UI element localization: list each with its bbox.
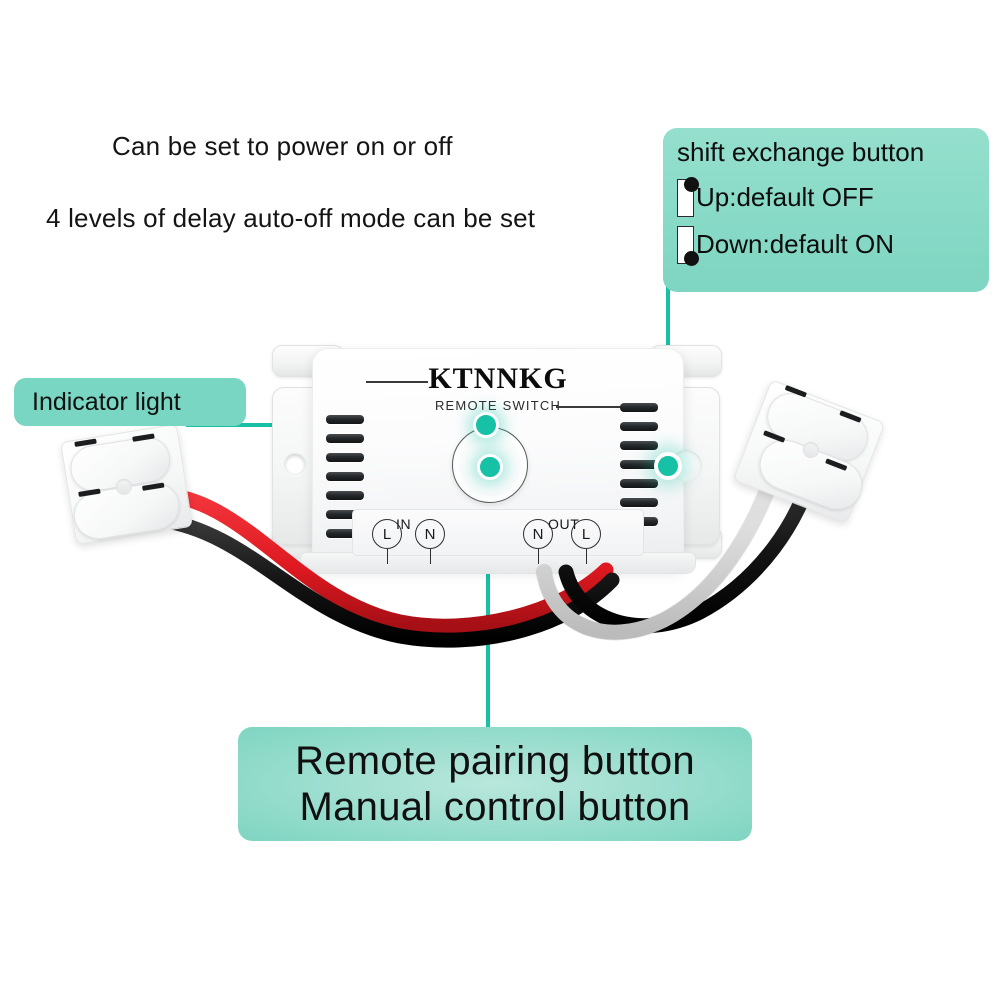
wire-live-red bbox=[160, 487, 614, 634]
vent-slot-left-1 bbox=[326, 415, 364, 424]
callout-shift-exchange: shift exchange button Up:default OFF Dow… bbox=[663, 128, 989, 292]
terminal-in-l: L bbox=[372, 519, 402, 564]
terminal-out-n: N bbox=[523, 519, 553, 564]
vent-slot-right-4 bbox=[620, 460, 658, 469]
vent-slot-left-7 bbox=[326, 529, 364, 538]
shift-row-down-label: Down:default ON bbox=[696, 229, 894, 259]
vent-slot-left-4 bbox=[326, 472, 364, 481]
shift-row-up-label: Up:default OFF bbox=[696, 182, 874, 212]
vent-slot-left-6 bbox=[326, 510, 364, 519]
shift-row-down: Down:default ON bbox=[677, 221, 989, 268]
dip-switch-down-knob bbox=[684, 250, 699, 266]
pairing-button-indicator-dot[interactable] bbox=[477, 454, 503, 480]
indicator-light bbox=[473, 412, 499, 438]
brand-rule-right bbox=[556, 406, 640, 408]
brand-name: KTNNKG bbox=[428, 362, 568, 395]
wire-load-white-outline bbox=[535, 446, 789, 641]
wire-load-black bbox=[558, 462, 820, 634]
brand-rule-left bbox=[366, 381, 428, 383]
callout-indicator-light: Indicator light bbox=[14, 378, 246, 426]
feature-text-power-on-off: Can be set to power on or off bbox=[112, 131, 453, 161]
terminal-in-l-label: L bbox=[372, 519, 402, 549]
vent-slot-left-5 bbox=[326, 491, 364, 500]
vent-slot-right-1 bbox=[620, 403, 658, 412]
wire-neutral-black bbox=[152, 512, 620, 648]
terminal-out-l-label: L bbox=[571, 519, 601, 549]
vent-slot-right-3 bbox=[620, 441, 658, 450]
vent-slot-right-2 bbox=[620, 422, 658, 431]
brand-subtitle: REMOTE SWITCH bbox=[434, 398, 562, 413]
screw-hole-left bbox=[284, 453, 306, 475]
vent-slot-right-5 bbox=[620, 479, 658, 488]
terminal-out-l-stem bbox=[585, 549, 588, 564]
terminal-out-n-label: N bbox=[523, 519, 553, 549]
dip-switch-up-knob bbox=[684, 176, 699, 192]
remote-pairing-button[interactable] bbox=[452, 427, 528, 503]
callout-indicator-light-label: Indicator light bbox=[32, 387, 181, 416]
terminal-in-l-stem bbox=[386, 549, 389, 564]
terminal-group-label-in: IN bbox=[396, 516, 412, 532]
callout-remote-pairing-label: Remote pairing button bbox=[295, 738, 695, 783]
shift-row-up: Up:default OFF bbox=[677, 174, 989, 221]
shift-exchange-button[interactable] bbox=[654, 452, 682, 480]
terminal-in-n-label: N bbox=[415, 519, 445, 549]
input-lever-connector bbox=[56, 419, 203, 556]
vent-slot-left-3 bbox=[326, 453, 364, 462]
terminal-out-n-stem bbox=[537, 549, 540, 564]
callout-pairing-manual: Remote pairing button Manual control but… bbox=[238, 727, 752, 841]
terminal-in-n: N bbox=[415, 519, 445, 564]
vent-slot-left-2 bbox=[326, 434, 364, 443]
dip-switch-down-icon bbox=[677, 225, 699, 266]
terminal-out-l: L bbox=[571, 519, 601, 564]
leader-line-pairing-button bbox=[486, 468, 490, 730]
callout-manual-control-label: Manual control button bbox=[299, 785, 691, 829]
feature-text-delay-auto-off: 4 levels of delay auto-off mode can be s… bbox=[46, 203, 536, 233]
terminal-in-n-stem bbox=[429, 549, 432, 564]
vent-slot-right-6 bbox=[620, 498, 658, 507]
dip-switch-up-icon bbox=[677, 176, 699, 217]
callout-shift-title: shift exchange button bbox=[677, 137, 925, 167]
